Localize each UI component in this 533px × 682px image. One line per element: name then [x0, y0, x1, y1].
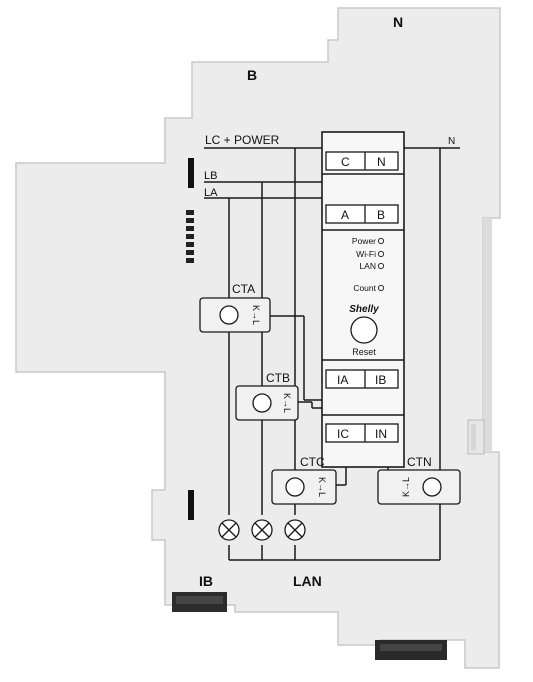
reset-label: Reset [352, 347, 376, 357]
bottom-connector-lan [375, 640, 447, 660]
device-housing [15, 7, 501, 669]
lamp-c [284, 519, 306, 541]
load-lamps [218, 519, 306, 541]
top-terminal-label: N [393, 14, 403, 30]
led-indicators [377, 237, 385, 292]
terminal-b-label: B [377, 208, 385, 222]
cta-label: CTA [232, 282, 255, 296]
led-power-label: Power [352, 236, 376, 246]
reset-button-shape [350, 316, 378, 344]
led-count-label: Count [353, 283, 376, 293]
ct-n-shape [377, 469, 461, 505]
terminal-ic-label: IC [337, 427, 349, 441]
led-lan-label: LAN [359, 261, 376, 271]
terminal-a-label: A [341, 208, 349, 222]
terminal-ia-label: IA [337, 373, 348, 387]
terminal-ib-label: IB [375, 373, 386, 387]
slot-marks [186, 158, 194, 520]
line-a-label: LA [204, 187, 218, 199]
led-wifi-label: Wi-Fi [356, 249, 376, 259]
ctn-label: CTN [407, 455, 432, 469]
ct-c-shape [271, 469, 337, 505]
neutral-line-label: N [448, 136, 455, 147]
shelly-module [321, 131, 405, 468]
lamp-a [218, 519, 240, 541]
bottom-right-terminal-label: LAN [293, 573, 322, 589]
brand-logo: Shelly [349, 304, 379, 315]
ct-a-shape [199, 297, 271, 333]
terminal-block-ct-ab [325, 369, 399, 389]
ctb-orientation: K→L [282, 393, 292, 413]
terminal-in-label: IN [375, 427, 387, 441]
lamp-b [251, 519, 273, 541]
bottom-connector-ib [172, 592, 227, 612]
bottom-left-terminal-label: IB [199, 573, 213, 589]
terminal-block-inputs [325, 204, 399, 224]
ctc-orientation: K→L [317, 477, 327, 497]
terminal-block-ct-cn [325, 423, 399, 443]
terminal-c-label: C [341, 155, 350, 169]
ctb-label: CTB [266, 371, 290, 385]
ct-b-shape [235, 385, 299, 421]
terminal-n-label: N [377, 155, 386, 169]
terminal-block-power [325, 151, 399, 171]
cta-orientation: K→L [251, 305, 261, 325]
power-line-label: LC + POWER [205, 133, 280, 147]
ctc-label: CTC [300, 455, 325, 469]
upper-terminal-label: B [247, 67, 257, 83]
line-b-label: LB [204, 170, 217, 182]
ctn-orientation: K→L [401, 477, 411, 497]
